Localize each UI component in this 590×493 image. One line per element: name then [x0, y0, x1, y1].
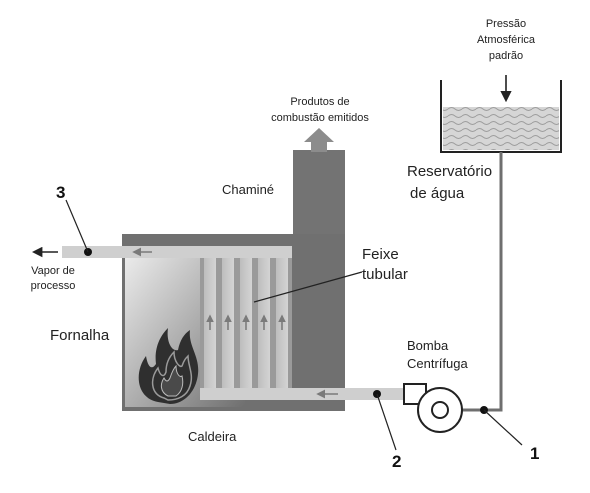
feed-water-pipe [200, 388, 408, 400]
products-label-2: combustão emitidos [271, 112, 369, 124]
point-markers [65, 199, 523, 451]
pressure-label-2: Atmosférica [477, 34, 536, 46]
steam-pipe [31, 246, 292, 258]
steam-label-2: processo [31, 280, 76, 292]
tube-bundle-label-1: Feixe [362, 246, 399, 263]
pressure-label-3: padrão [489, 50, 523, 62]
chimney [293, 128, 345, 240]
furnace-label: Fornalha [50, 327, 110, 344]
point-2-label: 2 [392, 452, 401, 471]
tube-flow-arrows [206, 314, 286, 330]
water-reservoir [440, 75, 562, 153]
reservoir-label-1: Reservatório [407, 163, 492, 180]
pump-label-1: Bomba [407, 338, 449, 353]
tube-bundle [200, 252, 292, 398]
tube-bundle-leader [253, 271, 363, 303]
tube-bundle-label-2: tubular [362, 266, 408, 283]
water-surface [443, 107, 559, 150]
point-1-label: 1 [530, 444, 539, 463]
products-label-1: Produtos de [290, 96, 349, 108]
pump-label-2: Centrífuga [407, 356, 468, 371]
point-3-label: 3 [56, 183, 65, 202]
flame-icon [138, 328, 199, 404]
pressure-label-1: Pressão [486, 18, 526, 30]
reservoir-label-2: de água [410, 185, 465, 202]
steam-label-1: Vapor de [31, 265, 75, 277]
exhaust-arrow-icon [304, 128, 334, 152]
boiler-label: Caldeira [188, 429, 237, 444]
pump-icon [403, 383, 463, 433]
chimney-label: Chaminé [222, 182, 274, 197]
